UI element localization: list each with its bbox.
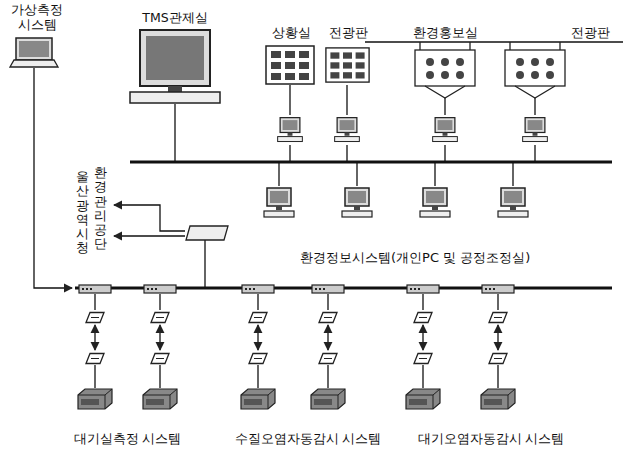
system-node: 전광판 xyxy=(322,25,374,87)
modem-icon xyxy=(86,354,104,364)
server-icon xyxy=(406,389,440,409)
modem-icon xyxy=(86,313,104,323)
system-node: 수질오염자동감시 시스템 xyxy=(222,384,394,446)
wire xyxy=(327,365,328,388)
modem-icon xyxy=(151,354,169,364)
wire xyxy=(257,294,258,310)
wire xyxy=(497,325,498,350)
node-caption: 수질오염자동감시 시스템 xyxy=(234,431,383,446)
wire xyxy=(327,294,328,310)
node-caption: 대기오염자동감시 시스템 xyxy=(417,431,566,446)
system-node: 대기실측정 시스템 xyxy=(60,384,195,446)
system-label: 환경정보시스템(개인PC 및 공정조정실) xyxy=(300,250,530,266)
node-caption: 전광판 xyxy=(328,25,369,40)
bar-icon xyxy=(242,285,274,293)
bar-icon xyxy=(407,285,439,293)
modem-icon xyxy=(249,313,267,323)
wire xyxy=(257,365,258,388)
system-node: 환경홍보실 xyxy=(408,25,482,95)
wire xyxy=(422,365,423,388)
node-caption: 가상측정 시스템 xyxy=(3,2,71,32)
modem-icon xyxy=(249,354,267,364)
wire xyxy=(159,294,160,310)
wire xyxy=(327,325,328,350)
server-icon xyxy=(78,389,112,409)
wire xyxy=(94,325,95,350)
wire xyxy=(497,365,498,388)
server-icon xyxy=(143,389,177,409)
server-icon xyxy=(311,389,345,409)
wire xyxy=(422,325,423,350)
bar-icon xyxy=(482,285,514,293)
modem-icon xyxy=(319,313,337,323)
system-node: 대기오염자동감시 시스템 xyxy=(396,384,586,446)
bar-icon xyxy=(312,285,344,293)
system-node: 상황실 xyxy=(262,25,320,87)
modem-icon xyxy=(151,313,169,323)
wire xyxy=(159,325,160,350)
modem-icon xyxy=(319,354,337,364)
node-caption: 전광판 xyxy=(570,25,611,40)
system-node: 가상측정 시스템 xyxy=(3,2,71,70)
modem-icon xyxy=(489,354,507,364)
server-icon xyxy=(241,389,275,409)
wire xyxy=(159,365,160,388)
node-caption: TMS관제실 xyxy=(141,10,208,25)
wire xyxy=(94,365,95,388)
agency-label: 환경관리공단 xyxy=(94,166,107,252)
modem-icon xyxy=(414,313,432,323)
system-node: 전광판 xyxy=(562,25,618,55)
modem-icon xyxy=(489,313,507,323)
node-caption: 상황실 xyxy=(271,25,312,40)
node-caption: 대기실측정 시스템 xyxy=(73,431,183,446)
bar-icon xyxy=(79,285,111,293)
server-icon xyxy=(481,389,515,409)
wire xyxy=(257,325,258,350)
bar-icon xyxy=(144,285,176,293)
wire xyxy=(422,294,423,310)
modem-icon xyxy=(414,354,432,364)
agency-label: 울산광역시청 xyxy=(76,170,89,256)
wire xyxy=(497,294,498,310)
node-caption: 환경홍보실 xyxy=(412,25,479,40)
system-node: TMS관제실 xyxy=(130,10,220,105)
wire xyxy=(94,294,95,310)
